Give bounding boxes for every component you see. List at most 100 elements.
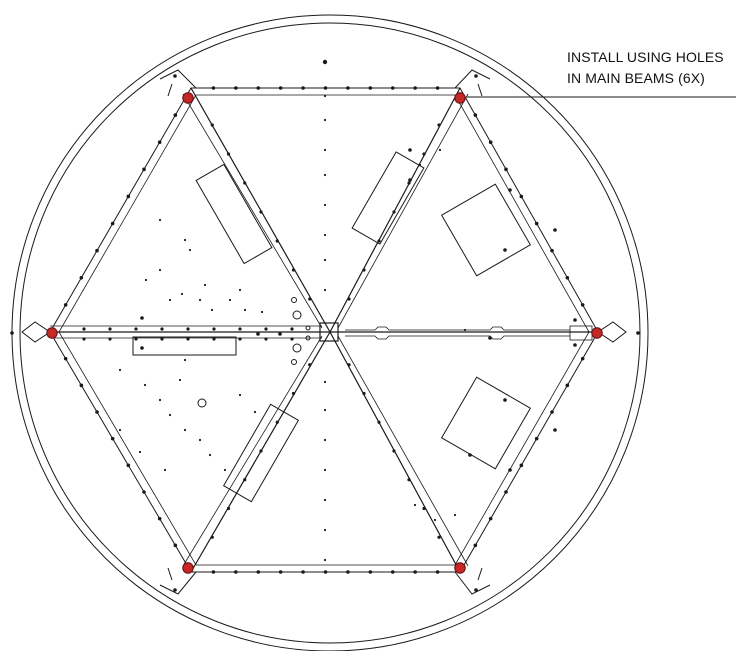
rivet-dot [228, 298, 232, 302]
fastener-hole [278, 332, 282, 336]
rivet-dot [180, 292, 184, 296]
fastener-hole [278, 570, 283, 574]
fastener-hole [580, 356, 585, 361]
rivet-dot [323, 468, 327, 472]
fastener-hole [290, 327, 294, 331]
rivet-dot [198, 438, 202, 442]
rivet-dot [323, 173, 327, 177]
fastener-hole [63, 303, 68, 307]
callout-line-2: IN MAIN BEAMS (6X) [567, 70, 705, 86]
fastener-hole [435, 570, 440, 574]
fastener-hole [186, 337, 190, 341]
fastener-hole [210, 123, 214, 127]
fastener-hole [362, 268, 366, 272]
fastener-hole [488, 516, 493, 521]
fastener-hole [110, 221, 115, 226]
fastener-hole [390, 570, 395, 574]
fastener-hole [160, 327, 164, 331]
hub-fixtures [197, 297, 311, 408]
fastener-hole [488, 140, 493, 145]
fastener-hole [134, 327, 138, 331]
fastener-hole [503, 248, 507, 252]
rivet-dot [198, 298, 202, 302]
fastener-hole [519, 463, 524, 468]
fastener-hole [553, 228, 557, 232]
rivet-dot [253, 410, 257, 414]
rivet-dot [323, 380, 327, 384]
fastener-hole [95, 410, 99, 414]
rivet-dot [118, 428, 122, 432]
rivet-dot [138, 450, 142, 454]
fastener-hole [550, 410, 554, 414]
rivet-dot [323, 288, 327, 292]
rivet-dot [323, 558, 327, 562]
rivet-dot [158, 398, 162, 402]
callout-line-1: INSTALL USING HOLES [567, 49, 724, 65]
fastener-hole [10, 331, 14, 335]
fastener-hole [408, 178, 412, 182]
fastener-hole [259, 449, 263, 453]
right-beam-detail [345, 325, 593, 341]
fastener-hole [308, 363, 312, 367]
rivet-dot [210, 308, 214, 312]
fastener-hole [278, 86, 283, 90]
fastener-hole [573, 343, 577, 347]
fastener-hole [264, 327, 268, 331]
rivet-dot [178, 378, 182, 382]
fastener-hole [211, 86, 216, 90]
scatter-dots [118, 94, 467, 562]
fastener-hole [63, 356, 68, 361]
fastener-hole [108, 327, 112, 331]
fastener-hole [504, 167, 508, 172]
rivet-dot [438, 148, 442, 152]
install-hole-marker-outline [182, 92, 194, 104]
fastener-hole [291, 391, 296, 396]
fastener-hole [291, 268, 296, 272]
fastener-hole [308, 297, 312, 301]
fastener-holes [10, 59, 640, 592]
fastener-hole [504, 490, 508, 494]
fastener-hole [534, 436, 539, 441]
fastener-hole [256, 86, 261, 90]
fastener-hole [301, 570, 305, 574]
fastener-hole [173, 543, 178, 548]
rivet-dot [188, 248, 192, 252]
beam-flanges [50, 93, 469, 567]
fastener-hole [126, 194, 131, 199]
fastener-hole [323, 86, 328, 90]
fastener-hole [377, 239, 381, 243]
fastener-hole [275, 420, 279, 424]
fastener-hole [346, 86, 350, 90]
fastener-hole [226, 506, 231, 511]
fastener-hole [275, 239, 279, 243]
fastener-hole [408, 148, 412, 152]
fastener-hole [565, 275, 570, 280]
fastener-hole [290, 337, 294, 341]
fastener-hole [347, 363, 351, 367]
rivet-dot [243, 308, 247, 312]
fastener-hole [508, 188, 512, 192]
fastener-hole [519, 194, 524, 199]
fastener-hole [210, 535, 214, 539]
rivet-dot [168, 298, 172, 302]
fastener-hole [82, 327, 86, 331]
fastener-hole [435, 86, 440, 90]
rivet-dot [413, 503, 417, 507]
fastener-hole [173, 74, 177, 78]
rivet-dot [323, 233, 327, 237]
fastener-hole [212, 327, 216, 331]
rivet-dot [238, 288, 242, 292]
fastener-hole [256, 570, 261, 574]
install-hole-marker-outline [46, 327, 58, 339]
fastener-hole [534, 221, 539, 226]
fastener-hole [238, 327, 242, 331]
fastener-hole [368, 86, 373, 90]
rivet-dot [238, 393, 242, 397]
fastener-hole [264, 337, 268, 341]
fastener-hole [186, 327, 190, 331]
rivet-dot [223, 468, 227, 472]
fastener-hole [508, 468, 512, 472]
fastener-hole [243, 478, 247, 482]
fastener-hole [126, 463, 131, 468]
